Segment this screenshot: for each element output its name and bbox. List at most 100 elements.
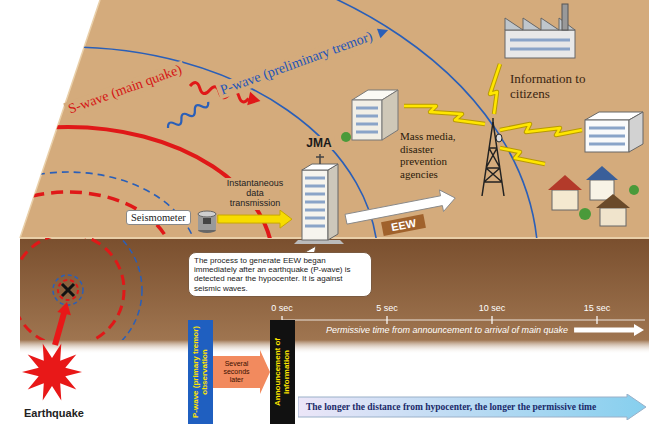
section-waves-part xyxy=(20,238,124,340)
tick-label: 15 sec xyxy=(584,303,611,313)
broadcast-bolts-part xyxy=(500,124,582,135)
hypocenter-part xyxy=(62,284,74,296)
tick-label: 0 sec xyxy=(271,303,293,313)
wave-label: S-wave (main quake) xyxy=(63,60,187,118)
axis-caption: Permissive time from announcement to arr… xyxy=(326,325,568,335)
factory-part xyxy=(562,4,568,30)
earthquake-burst xyxy=(22,302,82,401)
broadcast-tower: Mass media, disaster prevention agencies xyxy=(398,118,508,198)
wave-fronts-part xyxy=(0,0,538,428)
axis-arrow xyxy=(574,324,644,336)
earthquake-burst-part xyxy=(57,302,71,315)
seismometer-icon xyxy=(196,206,218,234)
connector-arrow xyxy=(218,210,292,228)
factory-part xyxy=(505,30,575,58)
broadcast-bolts-part xyxy=(404,106,485,124)
hypocenter-part xyxy=(53,275,83,305)
broadcast-bolts-part xyxy=(490,64,500,114)
wave-arrowhead xyxy=(377,29,388,38)
seismometer-icon-part xyxy=(203,218,211,224)
agency-building-icon xyxy=(292,152,346,244)
time-axis xyxy=(282,316,645,324)
broadcast-bolts-part xyxy=(500,148,545,164)
sensor-node: Seismometer xyxy=(126,204,218,234)
hospital-part xyxy=(589,128,625,144)
hospital xyxy=(585,112,643,152)
node-label: Seismometer xyxy=(126,210,191,225)
houses-part xyxy=(548,175,582,190)
hypocenter-part xyxy=(58,280,78,300)
wave-label: P-wave (preliminary tremor) xyxy=(215,27,377,99)
hypocenter xyxy=(53,275,83,305)
connector xyxy=(213,350,270,394)
agency-building: JMA xyxy=(292,136,346,244)
p-wave-squiggle-part xyxy=(166,99,210,131)
houses-part xyxy=(586,166,618,180)
tower-icon xyxy=(478,118,508,198)
office-building xyxy=(341,90,398,142)
connector-label: Several seconds later xyxy=(217,360,257,383)
ground-edge xyxy=(20,237,649,239)
broadcast-bolts-part xyxy=(404,106,485,124)
node-label: Mass media, disaster prevention agencies xyxy=(398,130,478,181)
arrow-banner: The longer the distance from hypocenter,… xyxy=(298,394,647,420)
bar-label: Announcement of information xyxy=(274,324,292,420)
banner-arrow-part xyxy=(298,394,646,420)
ground-edge xyxy=(20,0,100,238)
s-wave-squiggle-part xyxy=(247,92,262,108)
hospital-part xyxy=(629,112,643,152)
broadcast-bolts-part xyxy=(490,64,500,114)
tower-icon-part xyxy=(482,122,504,196)
timeline-bar: P-wave (primary tremor) observation xyxy=(188,320,213,424)
houses-part xyxy=(596,194,630,208)
time-axis-part xyxy=(282,320,645,321)
agency-building-icon-part xyxy=(305,178,325,226)
node-label: JMA xyxy=(303,136,334,150)
hospital-part xyxy=(585,120,629,152)
timeline-bar: Announcement of information xyxy=(270,320,295,424)
factory xyxy=(505,4,575,58)
agency-building-icon-part xyxy=(294,240,344,244)
section-waves xyxy=(20,238,142,340)
houses-part xyxy=(600,208,626,226)
houses-part xyxy=(579,208,591,220)
agency-building-icon-part xyxy=(328,164,338,240)
earthquake-burst-part xyxy=(55,313,64,345)
earthquake-burst-part xyxy=(22,344,82,401)
connector-label: EEW xyxy=(381,214,426,236)
office-building-part xyxy=(352,100,382,140)
broadcast-bolts-part xyxy=(500,124,582,135)
agency-building-icon-part xyxy=(302,170,328,240)
wave-fronts xyxy=(0,0,538,428)
office-building-part xyxy=(382,90,398,140)
tower-icon-part xyxy=(496,134,502,142)
banner-text: The longer the distance from hypocenter,… xyxy=(306,402,621,413)
ground-fade xyxy=(20,340,649,354)
connector-arrow xyxy=(213,350,270,394)
connector-label: Instantaneous data transmission xyxy=(222,178,288,210)
broadcast-bolts-part xyxy=(500,148,545,164)
wave-fronts-part xyxy=(0,172,198,352)
bar-label: P-wave (primary tremor) observation xyxy=(192,324,210,420)
connector xyxy=(218,210,292,228)
callout-box: The process to generate EEW began immedi… xyxy=(188,252,372,297)
agency-building-icon-part xyxy=(302,164,338,170)
event-label: Earthquake xyxy=(24,407,84,419)
houses xyxy=(548,166,639,226)
section-waves-part xyxy=(20,238,142,340)
factory-part xyxy=(510,40,570,49)
tick-label: 5 sec xyxy=(376,303,398,313)
seismometer-icon-part xyxy=(198,211,216,217)
tower-icon-part xyxy=(492,118,494,124)
wave-fronts-part xyxy=(0,47,378,428)
houses-part xyxy=(552,190,578,210)
office-building-part xyxy=(341,132,351,142)
agency-building-icon-part xyxy=(316,154,324,164)
houses-part xyxy=(629,185,639,195)
callout-text: The process to generate EEW began immedi… xyxy=(194,256,366,293)
time-axis-part xyxy=(282,316,597,324)
area-label: Information to citizens xyxy=(508,72,596,102)
p-wave-squiggle xyxy=(166,99,210,131)
